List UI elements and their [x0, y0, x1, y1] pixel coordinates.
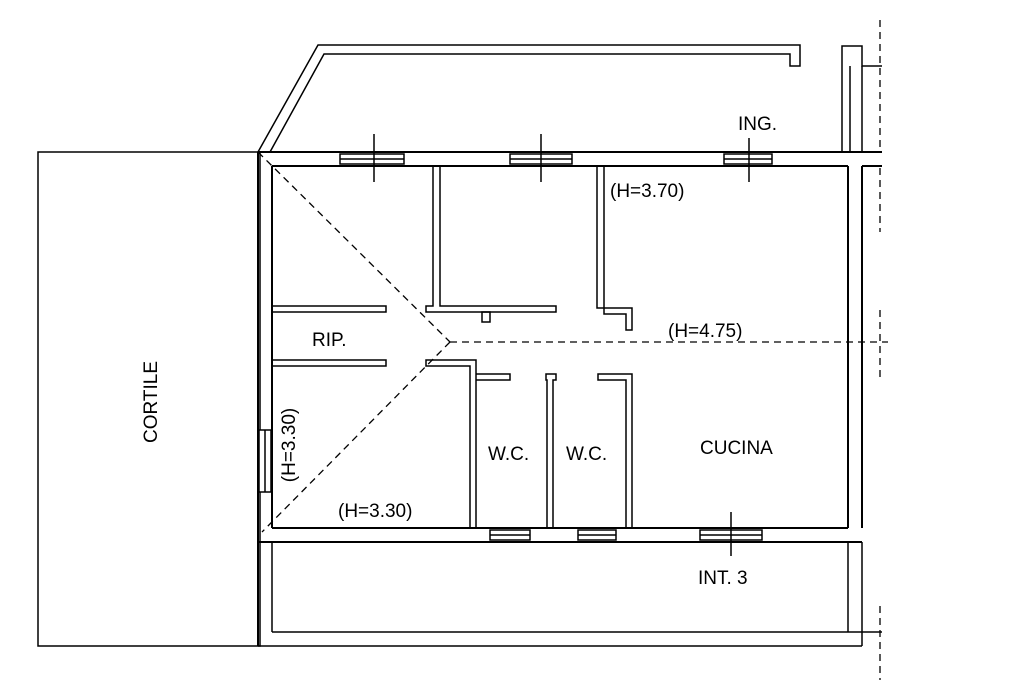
wc-label-1: W.C. — [488, 444, 529, 465]
bottom-windows — [489, 512, 763, 556]
roof-lines — [257, 151, 888, 533]
storage-label: RIP. — [312, 330, 347, 351]
entrance-label: ING. — [738, 114, 777, 135]
wc-label-2: W.C. — [566, 444, 607, 465]
courtyard-label: CORTILE — [141, 361, 162, 443]
height-label-330: (H=3.30) — [338, 501, 412, 522]
plan-labels: ING. (H=3.70) (H=4.75) RIP. (H=3.30) (H=… — [279, 114, 777, 589]
unit-label: INT. 3 — [698, 568, 748, 589]
height-label-370: (H=3.70) — [610, 181, 684, 202]
bottom-balcony — [258, 542, 882, 647]
top-balcony — [257, 44, 801, 153]
kitchen-label: CUCINA — [700, 438, 773, 459]
height-label-330-vertical: (H=3.30) — [279, 408, 300, 482]
left-window — [258, 429, 272, 493]
entrance-door — [723, 138, 773, 182]
interior-walls — [272, 166, 633, 529]
top-windows — [339, 134, 573, 182]
courtyard: CORTILE — [37, 151, 261, 647]
height-label-475: (H=4.75) — [668, 321, 742, 342]
exterior-walls — [257, 151, 882, 646]
pillar — [841, 45, 882, 152]
